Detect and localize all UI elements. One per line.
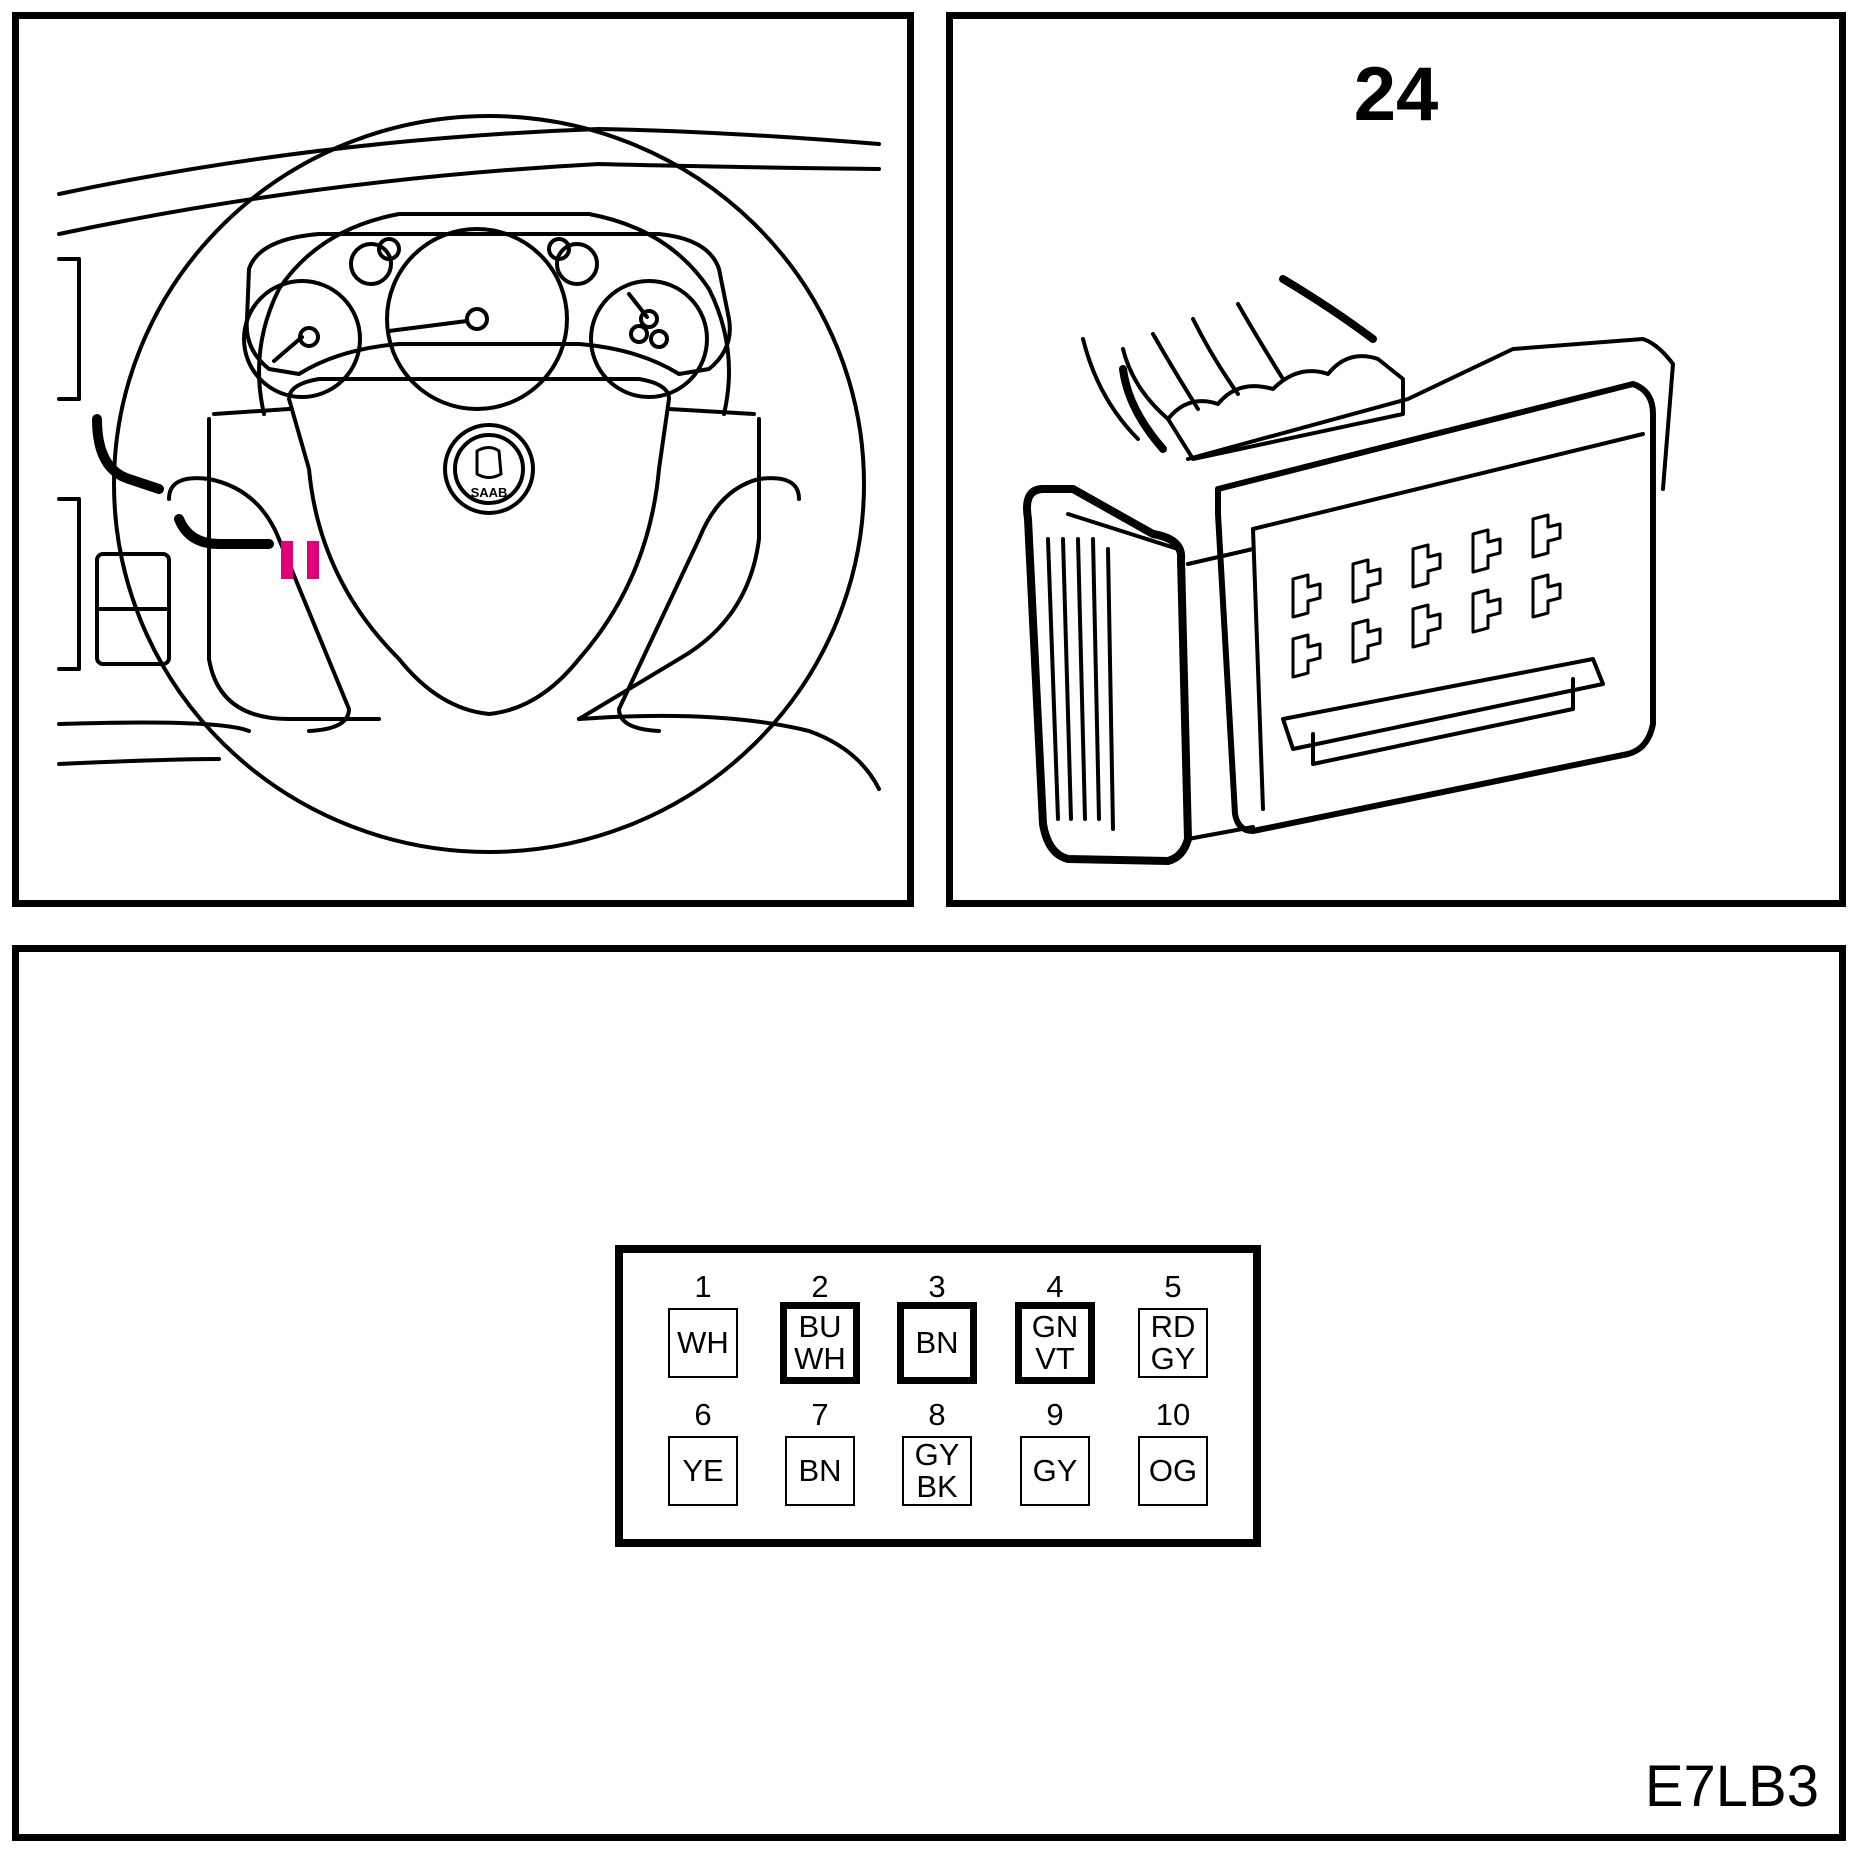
pinout-panel: 1 WH 2 BU WH 3 BN 4 GN VT 5 [12, 945, 1846, 1841]
pin-color-box: GY BK [902, 1436, 972, 1506]
pin-color-box: GY [1020, 1436, 1090, 1506]
wire-color: BK [916, 1469, 958, 1504]
pin-number: 7 [811, 1397, 829, 1432]
wire-color: GY [1032, 1453, 1078, 1488]
wire-color: YE [682, 1453, 724, 1488]
wire-color: GY [914, 1437, 960, 1472]
connector-illustration [1023, 275, 1675, 865]
wire-color: VT [1035, 1341, 1075, 1376]
connector-number: 24 [1353, 52, 1439, 137]
pin-color-box: WH [668, 1308, 738, 1378]
wire-color: GY [1150, 1341, 1196, 1376]
pin-number: 9 [1046, 1397, 1064, 1432]
wire-color: BN [798, 1453, 842, 1488]
pin-color-box: BN [785, 1436, 855, 1506]
pin-number: 8 [928, 1397, 946, 1432]
saab-logo-text: SAAB [471, 485, 508, 500]
pin-color-box-emphasized: GN VT [1015, 1302, 1095, 1384]
connector-view-panel: 24 [946, 12, 1846, 907]
pin-number: 5 [1164, 1269, 1182, 1304]
wire-color: RD [1150, 1309, 1196, 1344]
wire-color: OG [1148, 1453, 1198, 1488]
pin-color-box-emphasized: BU WH [780, 1302, 860, 1384]
wire-color: WH [794, 1341, 846, 1376]
pin-number: 6 [694, 1397, 712, 1432]
pin-number: 4 [1046, 1269, 1064, 1304]
pin-color-box: RD GY [1138, 1308, 1208, 1378]
connector-face-frame: 1 WH 2 BU WH 3 BN 4 GN VT 5 [615, 1245, 1261, 1547]
steering-wheel-illustration: SAAB [57, 114, 881, 854]
pin-color-box: OG [1138, 1436, 1208, 1506]
wire-color: BN [915, 1325, 959, 1360]
pin-color-box-emphasized: BN [897, 1302, 977, 1384]
pin-number: 3 [928, 1269, 946, 1304]
pin-color-box: YE [668, 1436, 738, 1506]
wire-color: WH [677, 1325, 729, 1360]
connector-location-marker [281, 541, 319, 579]
figure-id: E7LB3 [1644, 1754, 1819, 1819]
wire-color: GN [1031, 1309, 1079, 1344]
wire-color: BU [798, 1309, 842, 1344]
pin-number: 1 [694, 1269, 712, 1304]
pin-number: 2 [811, 1269, 829, 1304]
location-view-panel: SAAB [12, 12, 914, 907]
pin-number: 10 [1155, 1397, 1191, 1432]
